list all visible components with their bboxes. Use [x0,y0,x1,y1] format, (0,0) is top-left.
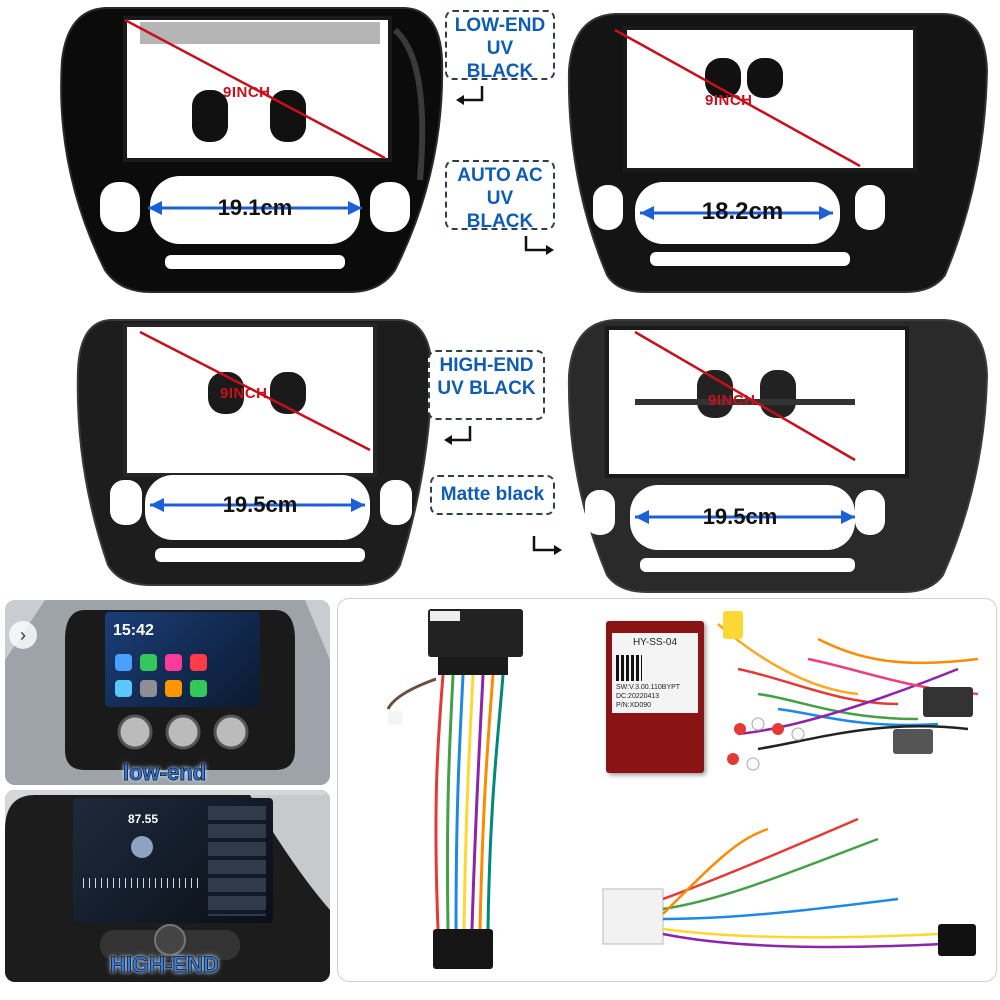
canbus-model: HY-SS-04 [632,637,678,648]
variant-tag-auto-ac: AUTO AC UV BLACK [445,160,555,232]
frame-high-end-shape [76,319,434,586]
variant-tag-high-end: HIGH-END UV BLACK [428,350,545,420]
frame-low-end-shape [60,7,444,293]
width-label: 18.2cm [701,198,784,225]
head-unit-screen: 87.55 [73,798,273,923]
app-icon[interactable] [165,654,182,671]
wiring-harness-drawing [386,609,979,969]
media-icon[interactable] [131,836,153,858]
width-label: 19.1cm [217,195,293,220]
frequency-scale [83,878,198,888]
installed-photo-high-end: 87.55 HIGH-END [5,790,330,982]
installed-photo-low-end: › 15:42 low-end [5,600,330,785]
app-icon[interactable] [190,680,207,697]
frame-high-end: 9INCH 19.5cm [0,300,450,600]
canbus-decoder-box: HY-SS-04 SW:V.3.00.110BYPT DC:20220413 P… [606,621,704,773]
variant-tag-line1: LOW-END [454,15,546,36]
app-icon[interactable] [115,680,132,697]
chevron-right-icon[interactable]: › [20,625,26,645]
frame-low-end: 9INCH 19.1cm [0,0,450,300]
canbus-label: HY-SS-04 SW:V.3.00.110BYPT DC:20220413 P… [612,633,698,713]
app-icon[interactable] [165,680,182,697]
variant-tag-line2: UV BLACK [466,38,534,82]
diagonal-size-label: 9INCH [223,84,271,101]
app-icon[interactable] [140,680,157,697]
variant-caption: low-end [122,760,207,786]
variant-tag-matte-black: Matte black [430,475,555,515]
frame-auto-ac: 9INCH 18.2cm [555,0,1000,300]
variant-tag-line1: Matte black [440,484,545,505]
frame-auto-ac-shape [567,13,989,293]
canbus-spec-line: P/N:XD090 [616,702,652,709]
head-unit-screen: 15:42 [105,612,260,707]
return-arrow-icon [456,86,484,105]
width-label: 19.5cm [222,492,298,517]
qr-code-icon [616,655,642,681]
variant-tag-line1: AUTO AC [457,165,543,186]
canbus-spec-line: DC:20220413 [616,693,660,700]
return-arrow-icon [444,426,472,445]
corner-arrow-icon [532,536,562,555]
app-icon[interactable] [140,654,157,671]
variant-tag-line2: UV BLACK [437,378,536,399]
diagonal-size-label: 9INCH [708,392,756,409]
corner-arrow-icon [524,236,554,255]
canbus-spec-line: SW:V.3.00.110BYPT [616,684,681,691]
frame-matte-black: 9INCH 19.5cm [555,300,1000,600]
variant-tag-line1: HIGH-END [439,355,534,376]
diagonal-size-label: 9INCH [220,385,268,402]
wiring-panel: HY-SS-04 SW:V.3.00.110BYPT DC:20220413 P… [337,598,997,982]
variant-caption: HIGH-END [110,952,220,978]
frame-matte-black-shape [567,319,989,593]
app-icon[interactable] [190,654,207,671]
variant-tag-low-end: LOW-END UV BLACK [445,10,555,82]
diagonal-size-label: 9INCH [705,92,753,109]
screen-clock: 15:42 [113,622,154,639]
radio-preset-list [208,806,266,916]
app-icon[interactable] [115,654,132,671]
variant-tag-line2: UV BLACK [466,188,534,232]
screen-clock: 87.55 [128,812,159,826]
width-label: 19.5cm [702,504,778,529]
